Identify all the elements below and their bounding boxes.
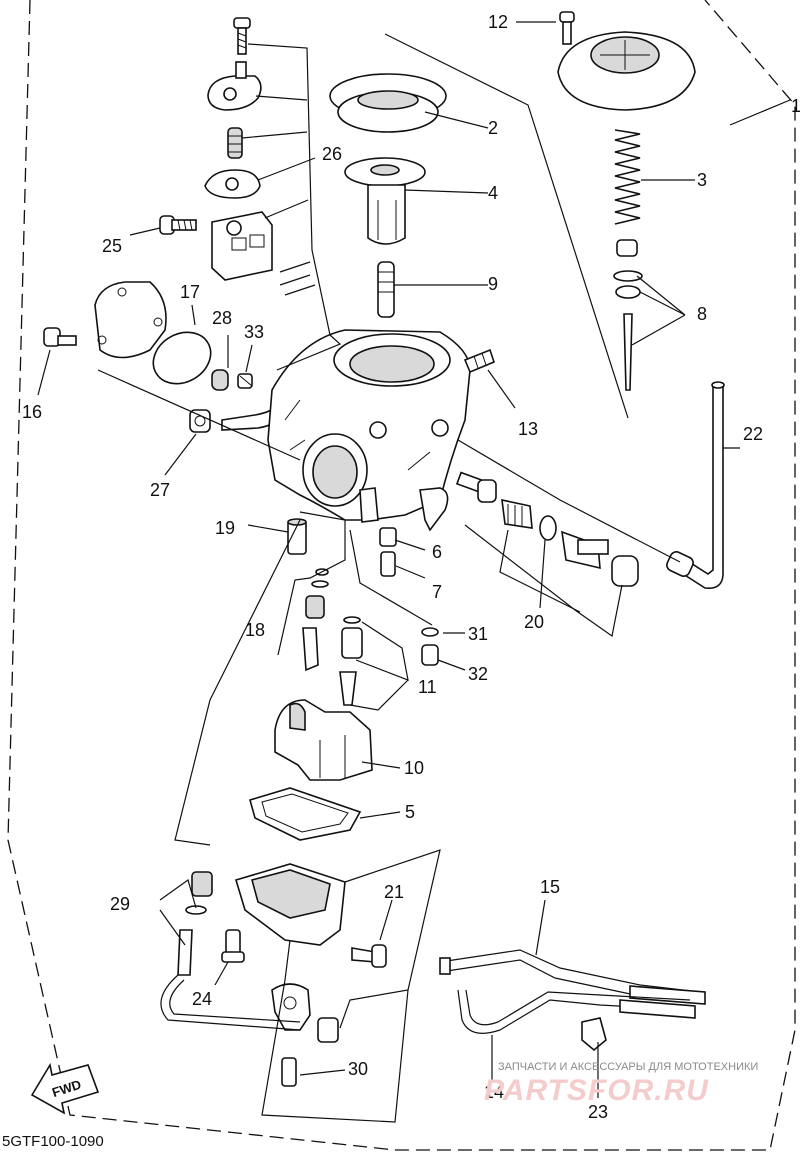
callout-24: 24: [192, 989, 212, 1009]
drain-hose: [160, 974, 339, 1043]
diagram-code: 5GTF100-1090: [2, 1133, 104, 1150]
hose-14: [457, 989, 696, 1034]
needle-set-8: [613, 239, 643, 391]
diaphragm-cover-top-right: [557, 31, 696, 111]
clip-23: [581, 1017, 607, 1052]
callout-21: 21: [384, 882, 404, 902]
watermark-subtitle: ЗАПЧАСТИ И АКСЕССУАРЫ ДЛЯ МОТОТЕХНИКИ: [498, 1061, 758, 1073]
callout-32: 32: [468, 664, 488, 684]
float-10: [274, 699, 373, 781]
float-bowl: [235, 863, 346, 1031]
watermark: ЗАПЧАСТИ И АКСЕССУАРЫ ДЛЯ МОТОТЕХНИКИ PA…: [484, 1061, 758, 1107]
callout-22: 22: [743, 424, 763, 444]
screw-25: [159, 215, 197, 235]
callout-33: 33: [244, 322, 264, 342]
screw-12: [559, 11, 575, 45]
callout-26: 26: [322, 144, 342, 164]
needle-jet-9: [377, 261, 395, 318]
float-bowl-gasket-5: [249, 787, 362, 841]
callout-numbers: 1 2 3 4 5 6 7 8 9 10 11 12 13 14 15 16 1…: [22, 12, 800, 1122]
callout-31: 31: [468, 624, 488, 644]
throttle-cable-plate: [207, 61, 262, 111]
callout-29: 29: [110, 894, 130, 914]
top-cover-2: [329, 73, 447, 133]
callout-17: 17: [180, 282, 200, 302]
carburetor-body: [267, 329, 471, 532]
needle-jet-6-7: [379, 527, 397, 577]
o-ring-31: [421, 627, 439, 637]
throttle-housing-block: [211, 211, 273, 281]
gasket-17-plate: [94, 281, 167, 359]
assembly-boundary: [7, 0, 796, 1151]
main-jet-11: [339, 616, 363, 706]
callout-13: 13: [518, 419, 538, 439]
callout-1: 1: [791, 96, 800, 116]
o-ring-17: [152, 331, 212, 385]
callout-30: 30: [348, 1059, 368, 1079]
spring-small-top: [227, 127, 243, 159]
plug-28: [211, 369, 229, 391]
plug-24: [221, 929, 245, 963]
watermark-brand: PARTSFOR.RU: [484, 1074, 709, 1107]
callout-14: 14: [484, 1082, 504, 1102]
callout-11: 11: [418, 677, 437, 697]
screw-21: [351, 944, 387, 968]
vent-hose-22: [666, 381, 725, 590]
callout-8: 8: [697, 304, 707, 324]
callout-25: 25: [102, 236, 122, 256]
gasket-plate-26: [204, 169, 261, 199]
spring-3: [614, 129, 641, 225]
callout-16: 16: [22, 402, 42, 422]
callout-18: 18: [245, 620, 265, 640]
throttle-stop-assembly-20: [455, 471, 639, 587]
callout-4: 4: [488, 183, 498, 203]
hose-15: [439, 949, 706, 1005]
callout-9: 9: [488, 274, 498, 294]
callout-3: 3: [697, 170, 707, 190]
screw-top-left: [233, 17, 251, 55]
callout-23: 23: [588, 1102, 608, 1122]
callout-2: 2: [488, 118, 498, 138]
pilot-jet-set-18: [302, 568, 329, 672]
callout-20: 20: [524, 612, 544, 632]
leader-lines: [37, 21, 791, 1123]
s-clip-part: [279, 261, 316, 296]
drain-assembly-29: [177, 871, 213, 976]
jet-holder-19: [287, 518, 307, 555]
screw-32: [421, 644, 439, 666]
piston-valve-4: [344, 157, 426, 245]
pilot-screw-13: [463, 348, 495, 374]
callout-15: 15: [540, 877, 560, 897]
screw-33: [237, 373, 253, 389]
nut-27: [189, 409, 211, 433]
screw-30: [281, 1057, 297, 1087]
callout-28: 28: [212, 308, 232, 328]
callout-7: 7: [432, 582, 442, 602]
callout-19: 19: [215, 518, 235, 538]
fwd-arrow-icon: FWD: [30, 1062, 100, 1115]
callout-6: 6: [432, 542, 442, 562]
callout-10: 10: [404, 758, 424, 778]
callout-12: 12: [488, 12, 508, 32]
callout-5: 5: [405, 802, 415, 822]
screw-16: [43, 327, 77, 347]
callout-27: 27: [150, 480, 170, 500]
